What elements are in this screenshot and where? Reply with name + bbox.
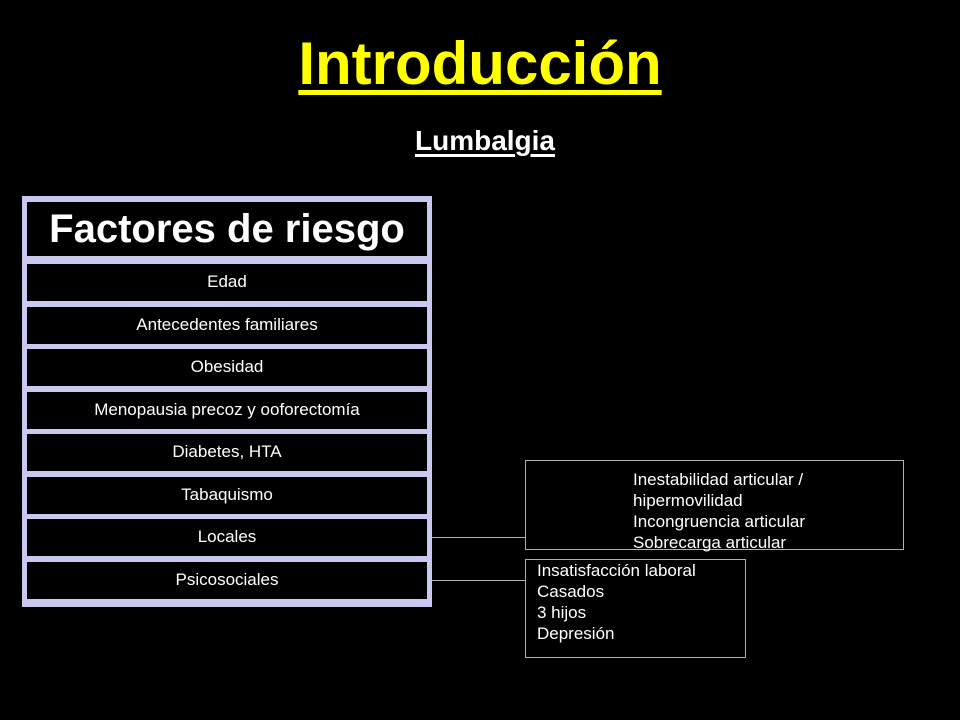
psychosocial-detail-line: Casados — [537, 582, 605, 601]
risk-factor-row: Obesidad — [27, 349, 427, 386]
risk-factors-table: Factores de riesgo Edad Antecedentes fam… — [22, 196, 432, 607]
connector-line-psychosocial — [432, 580, 525, 581]
psychosocial-detail-line: Depresión — [537, 624, 615, 643]
psychosocial-detail-line: 3 hijos — [537, 603, 587, 622]
risk-factor-row: Locales — [27, 519, 427, 556]
local-detail-line: hipermovilidad — [633, 491, 743, 510]
slide-subtitle-text: Lumbalgia — [414, 125, 555, 156]
slide-subtitle: Lumbalgia — [0, 124, 960, 158]
slide-title-text: Introducción — [298, 30, 662, 97]
risk-factor-row: Psicosociales — [27, 562, 427, 599]
risk-factor-row: Tabaquismo — [27, 477, 427, 514]
local-detail-line: Sobrecarga articular — [633, 533, 787, 552]
risk-factor-row: Menopausia precoz y ooforectomía — [27, 392, 427, 429]
local-detail-line: Incongruencia articular — [633, 512, 805, 531]
risk-factor-row: Edad — [27, 264, 427, 301]
psychosocial-factors-box: Insatisfacción laboral Casados 3 hijos D… — [525, 559, 746, 658]
risk-factors-header: Factores de riesgo — [27, 202, 427, 256]
local-factors-box: Inestabilidad articular / hipermovilidad… — [525, 460, 904, 552]
connector-line-local — [432, 537, 525, 538]
local-detail-line: Inestabilidad articular / — [633, 470, 804, 489]
risk-factor-row: Diabetes, HTA — [27, 434, 427, 471]
slide-title: Introducción — [0, 28, 960, 100]
psychosocial-detail-line: Insatisfacción laboral — [537, 561, 696, 580]
risk-factor-row: Antecedentes familiares — [27, 307, 427, 344]
